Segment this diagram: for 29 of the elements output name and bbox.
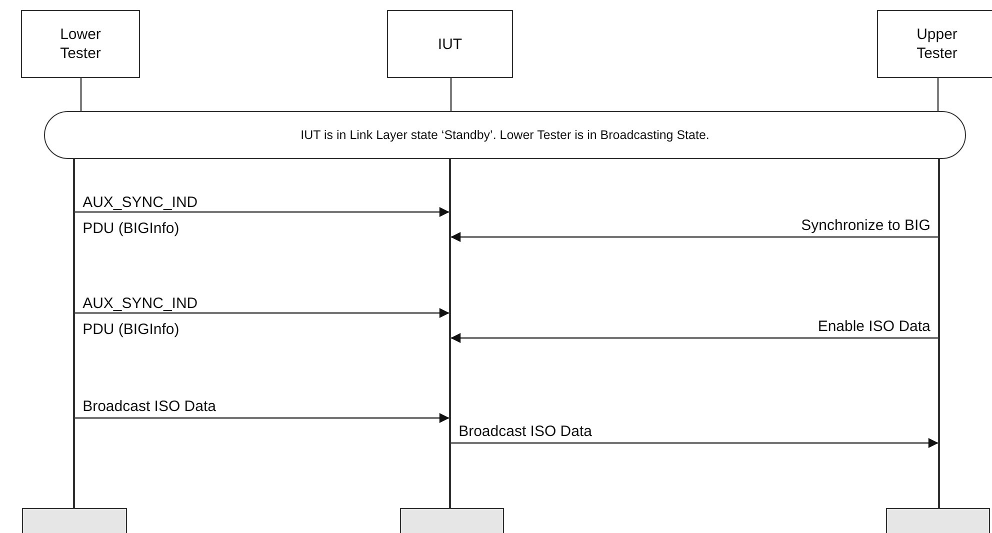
lifeline-end-box xyxy=(400,508,504,533)
message-arrow xyxy=(450,333,938,343)
message-arrow xyxy=(74,308,450,318)
lifeline xyxy=(938,159,940,508)
message-label: AUX_SYNC_IND PDU (BIGInfo) xyxy=(82,193,199,239)
message-arrow xyxy=(450,438,938,448)
message-label: Enable ISO Data xyxy=(818,318,930,336)
message-label: Broadcast ISO Data xyxy=(82,398,216,416)
participant-name: Lower Tester xyxy=(59,25,102,63)
message-arrow xyxy=(74,413,450,423)
lifeline xyxy=(73,159,75,508)
lifeline xyxy=(449,159,451,508)
lifeline xyxy=(450,78,452,111)
state-band xyxy=(44,111,966,159)
message-label: Broadcast ISO Data xyxy=(458,423,592,441)
lifeline xyxy=(80,78,82,111)
message-arrow xyxy=(74,207,450,217)
message-label: Synchronize to BIG xyxy=(801,217,930,235)
lifeline-end-box xyxy=(22,508,127,533)
participant-box xyxy=(877,10,992,78)
participant-box xyxy=(387,10,513,78)
lifeline xyxy=(937,78,939,111)
participant-name: Upper Tester xyxy=(916,25,958,63)
message-label: AUX_SYNC_IND PDU (BIGInfo) xyxy=(82,294,199,340)
lifeline-end-box xyxy=(886,508,990,533)
participant-box xyxy=(21,10,140,78)
message-arrow xyxy=(450,232,938,242)
state-text: IUT is in Link Layer state ‘Standby’. Lower Tester is in Broadcasting State. xyxy=(300,126,710,144)
participant-name: IUT xyxy=(438,34,462,54)
